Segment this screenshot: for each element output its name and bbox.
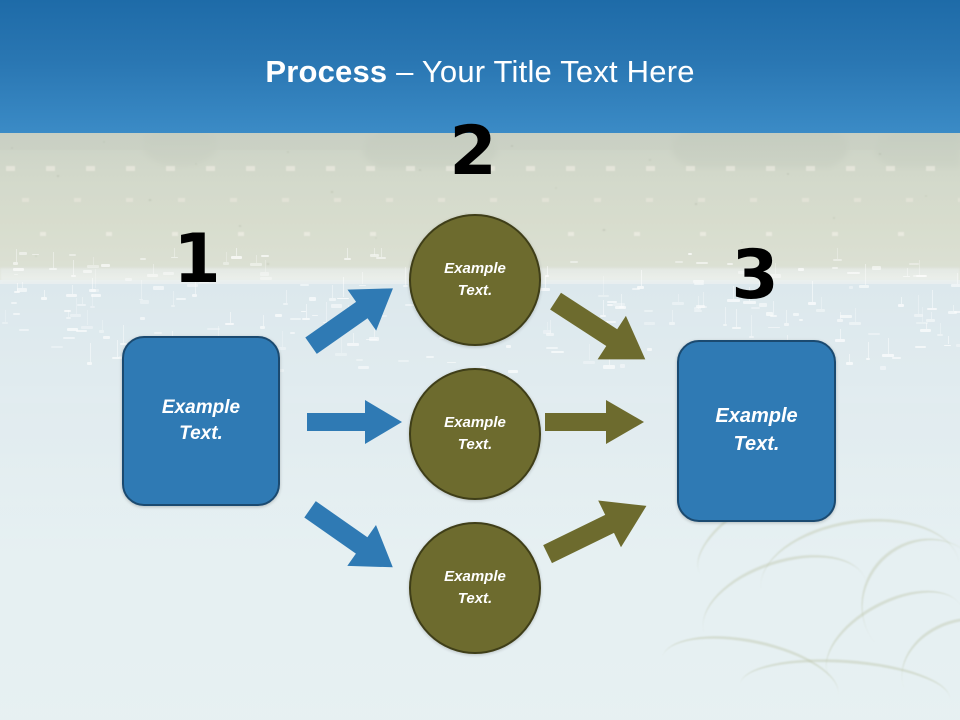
process-circle-middle-text: Example Text. (444, 412, 506, 456)
step-number-3: 3 (731, 236, 779, 315)
blue-arrow-straight-icon (307, 400, 402, 444)
process-circle-middle[interactable]: Example Text. (409, 368, 541, 500)
process-box-left-text: Example Text. (162, 395, 240, 447)
process-circle-top-text: Example Text. (444, 258, 506, 302)
process-circle-bottom-line2: Text. (457, 590, 493, 607)
process-circle-top-line2: Text. (457, 282, 493, 299)
blue-arrow-down-icon (304, 501, 393, 568)
step-number-2: 2 (449, 112, 497, 191)
process-circle-middle-line2: Text. (457, 436, 493, 453)
olive-arrow-up-icon (543, 500, 647, 564)
process-box-right[interactable]: Example Text. (677, 340, 836, 522)
process-circle-top-line1: Example (444, 260, 506, 278)
process-box-left-line2: Text. (179, 423, 223, 444)
page-title: Process – Your Title Text Here (0, 52, 960, 92)
process-box-left-line1: Example (161, 396, 241, 418)
process-box-right-text: Example Text. (715, 403, 797, 458)
page-title-rest: – Your Title Text Here (387, 54, 695, 89)
step-number-1: 1 (173, 220, 221, 299)
process-box-right-line2: Text. (733, 433, 780, 455)
process-circle-bottom[interactable]: Example Text. (409, 522, 541, 654)
process-box-right-line1: Example (715, 405, 798, 428)
process-circle-bottom-line1: Example (444, 568, 506, 586)
blue-arrow-up-icon (305, 288, 393, 354)
olive-arrow-straight-icon (545, 400, 644, 444)
title-bar (0, 0, 960, 133)
process-circle-bottom-text: Example Text. (444, 566, 506, 610)
process-circle-top[interactable]: Example Text. (409, 214, 541, 346)
page-title-bold: Process (265, 54, 388, 89)
process-circle-middle-line1: Example (444, 414, 506, 432)
process-box-left[interactable]: Example Text. (122, 336, 280, 506)
olive-arrow-down-icon (550, 292, 646, 360)
